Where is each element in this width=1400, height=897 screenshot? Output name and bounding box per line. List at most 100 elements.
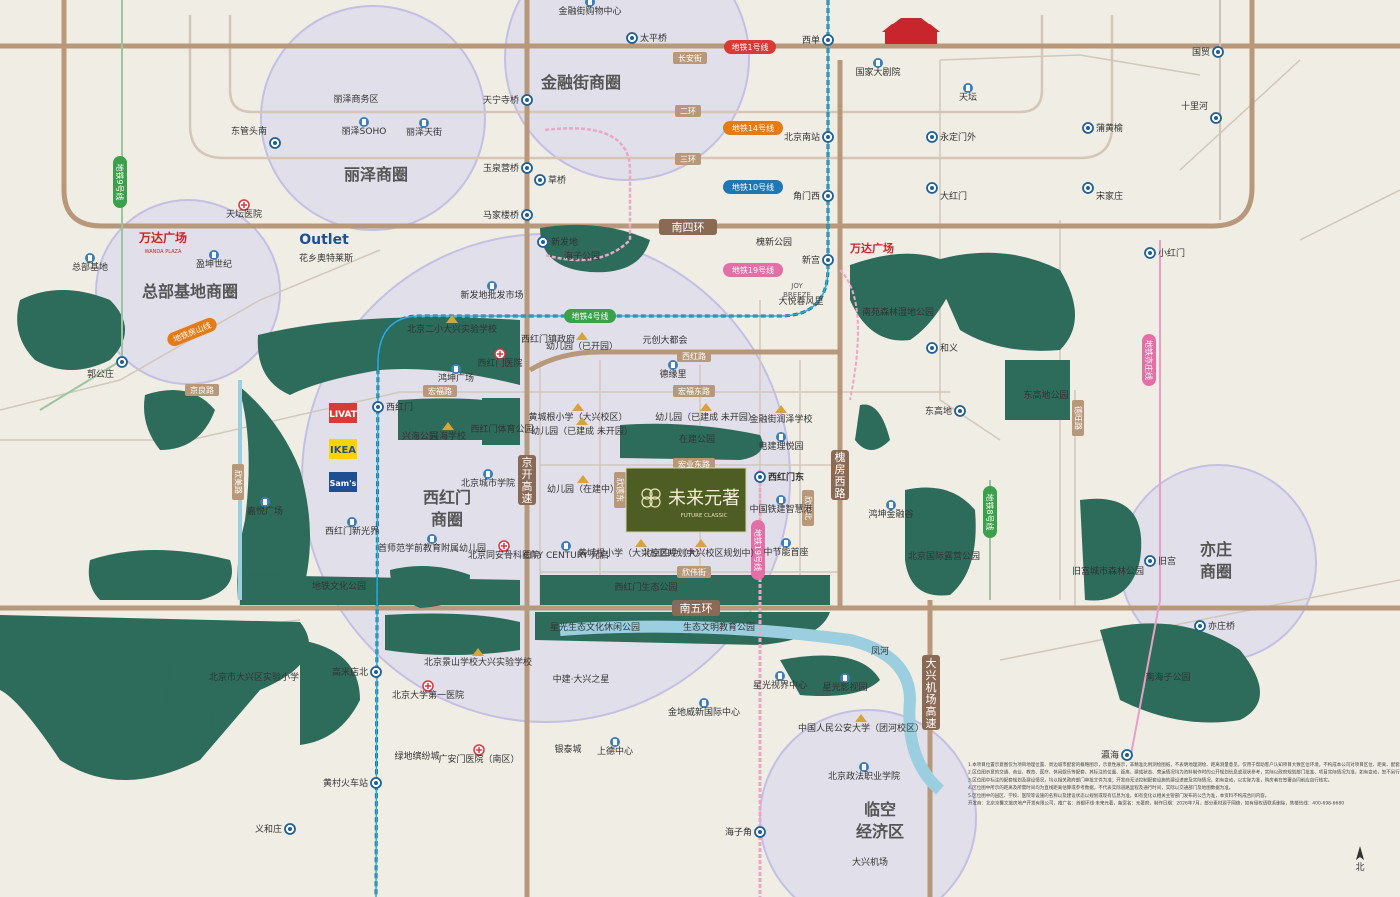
poi-name: 黄城根小学（大兴校区规划中） [578, 547, 704, 559]
poi[interactable]: 在建公园 [679, 433, 715, 445]
poi[interactable]: 中国铁建智慧港 [749, 495, 813, 515]
metro-station[interactable]: 北京南站 [784, 131, 834, 143]
poi[interactable]: 鸿坤金融谷 [868, 500, 914, 520]
poi[interactable]: 大兴机场 [852, 856, 888, 868]
poi[interactable]: 花乡奥特莱斯 [299, 252, 353, 264]
metro-station[interactable]: 玉泉营桥 [483, 162, 533, 174]
metro-station[interactable]: 旧宫 [1144, 555, 1176, 567]
poi[interactable]: 兴海学校 [430, 422, 466, 442]
metro-station[interactable]: 海子角 [725, 826, 766, 838]
metro-station[interactable]: 义和庄 [255, 823, 296, 835]
poi[interactable]: 金融街购物中心 [558, 0, 622, 17]
poi[interactable]: 嘉悦广场 [247, 497, 283, 517]
metro-station[interactable]: 西红门东 [754, 471, 804, 483]
poi[interactable]: 西红门医院 [477, 348, 523, 369]
poi[interactable]: 德缘里 [659, 360, 687, 380]
poi[interactable]: 北京政法职业学院 [828, 762, 900, 782]
poi[interactable]: 海子公园 [564, 250, 600, 262]
poi[interactable]: 元创大都会 [642, 334, 687, 346]
metro-station[interactable]: 高米店北 [332, 666, 382, 678]
poi[interactable]: 绿地缤纷城 [394, 750, 439, 762]
poi[interactable]: 盈坤世纪 [196, 250, 232, 270]
poi[interactable]: 星光生态文化休闲公园 [550, 621, 640, 633]
poi[interactable]: 东高地公园 [1023, 389, 1068, 401]
poi[interactable]: 丽泽SOHO [342, 117, 387, 137]
poi[interactable]: 幼儿园（已建成 未开园） [655, 403, 757, 423]
metro-station[interactable]: 永定门外 [926, 131, 976, 143]
poi[interactable]: 西红门体育公园 [470, 423, 533, 435]
metro-station[interactable]: 瀛海 [1101, 749, 1133, 761]
metro-station[interactable]: 大红门 [926, 182, 967, 202]
poi[interactable]: 黄城根小学（大兴校区规划中） [578, 539, 704, 559]
project-card[interactable]: 未来元著 FUTURE CLASSIC [625, 467, 747, 533]
poi[interactable]: 北京国际露营公园 [908, 550, 980, 562]
poi[interactable]: 星光影视园 [822, 673, 868, 693]
poi[interactable]: 生态文明教育公园 [683, 621, 755, 633]
metro-station[interactable]: 和义 [926, 342, 958, 354]
poi[interactable]: 丽泽天街 [406, 118, 442, 138]
poi[interactable]: 凤河 [871, 645, 889, 657]
poi[interactable]: 幼儿园（已建成 未开园） [531, 417, 633, 437]
metro-station[interactable]: 宋家庄 [1082, 182, 1123, 202]
poi[interactable]: 鸿坤广场 [438, 364, 474, 384]
poi[interactable]: 广安门医院（南区） [438, 744, 520, 765]
poi[interactable]: 槐新公园 [756, 236, 792, 248]
poi[interactable]: 丽泽商务区 [333, 93, 378, 105]
metro-station[interactable]: 西红门 [372, 401, 413, 413]
poi[interactable]: 新发地批发市场 [460, 281, 524, 301]
poi[interactable]: 星光视界中心 [753, 671, 807, 691]
poi[interactable]: 电建理悦园 [758, 432, 804, 452]
metro-station[interactable]: 新发地 [537, 236, 578, 248]
metro-station[interactable]: 西单 [802, 34, 834, 46]
poi[interactable]: 地铁文化公园 [312, 580, 366, 592]
poi[interactable]: 北京城市学院 [461, 469, 515, 489]
metro-station[interactable]: 亦庄桥 [1194, 620, 1235, 632]
poi[interactable]: 首师范学前教育附属幼儿园 [378, 534, 486, 554]
poi[interactable]: 幼儿园（在建中） [547, 475, 619, 495]
metro-station[interactable]: 太平桥 [626, 32, 667, 44]
metro-station[interactable]: 蒲黄榆 [1082, 122, 1123, 134]
poi[interactable]: 金地威新国际中心 [668, 698, 740, 718]
metro-station[interactable]: 东管头南 [231, 125, 281, 149]
poi[interactable]: 国家大剧院 [855, 58, 901, 78]
poi[interactable]: 旧宫城市森林公园 [1072, 565, 1144, 577]
poi[interactable]: 西红门生态公园 [614, 581, 677, 593]
metro-station[interactable]: 黄村火车站 [323, 777, 382, 789]
poi[interactable]: 金融街润泽学校 [749, 405, 813, 425]
poi[interactable]: 银泰城 [554, 743, 581, 755]
poi[interactable]: 西红门新光界 [325, 517, 379, 537]
poi[interactable]: CITY CENTURY 元启 [523, 541, 609, 561]
poi[interactable]: 北京四中（大兴校区规划中） [642, 539, 760, 559]
poi[interactable]: 西红门镇政府 [521, 333, 575, 345]
metro-station[interactable]: 国贸 [1192, 46, 1224, 58]
poi[interactable]: 北京景山学校大兴实验学校 [424, 648, 532, 668]
metro-station[interactable]: 草桥 [534, 174, 566, 186]
station-name: 宋家庄 [1096, 190, 1123, 202]
poi[interactable]: 中国人民公安大学（团河校区） [798, 714, 924, 734]
metro-station[interactable]: 小红门 [1144, 247, 1185, 259]
poi[interactable]: 兴海公园 [402, 430, 438, 442]
poi[interactable]: 中建·大兴之星 [553, 673, 610, 685]
poi[interactable]: 天坛医院 [226, 199, 262, 220]
metro-station[interactable]: 东高地 [925, 405, 966, 417]
poi[interactable]: 南苑森林湿地公园 [862, 306, 934, 318]
metro-station[interactable]: 角门西 [793, 190, 834, 202]
metro-station[interactable]: 郭公庄 [87, 356, 128, 380]
poi[interactable]: 黄城根小学（大兴校区） [528, 403, 628, 423]
poi[interactable]: 总部基地 [72, 253, 108, 273]
poi[interactable]: 北京大学第一医院 [392, 680, 464, 701]
metro-station[interactable]: 天宁寺桥 [483, 94, 533, 106]
poi[interactable]: 北京市大兴区实验小学 [209, 671, 299, 683]
metro-station[interactable]: 马家楼桥 [483, 209, 533, 221]
poi[interactable]: 上德中心 [597, 737, 633, 757]
poi[interactable]: 天坛 [959, 83, 977, 103]
poi[interactable]: 中节能首座 [763, 538, 809, 558]
metro-station[interactable]: 十里河 [1181, 100, 1222, 124]
poi[interactable]: 南海子公园 [1145, 671, 1190, 683]
poi[interactable]: 北京二小大兴实验学校 [407, 315, 497, 335]
poi[interactable]: 北京同安骨科医院 [468, 540, 540, 561]
metro-station[interactable]: 新宫 [802, 254, 834, 266]
poi[interactable]: 幼儿园（已开园） [546, 332, 618, 352]
poi[interactable]: 大悦春风里 [778, 295, 823, 307]
